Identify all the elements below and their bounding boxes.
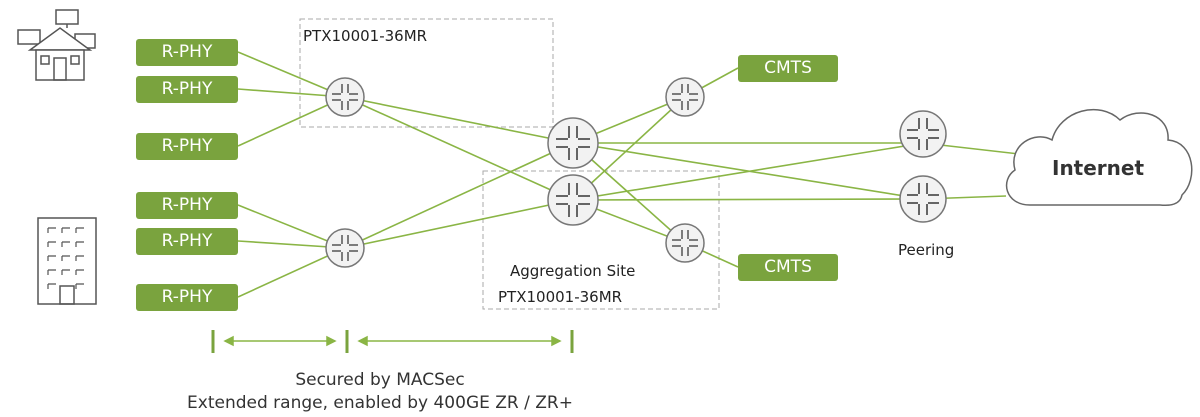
- range-markers: [211, 330, 574, 353]
- rphy-node: R-PHY: [136, 39, 238, 66]
- cloud-icon: [1005, 108, 1193, 207]
- router-icon: [899, 175, 947, 223]
- internet-label: Internet: [1052, 156, 1145, 180]
- peering-label: Peering: [898, 241, 955, 259]
- rphy-node: R-PHY: [136, 228, 238, 255]
- rphy-node: R-PHY: [136, 76, 238, 103]
- caption-extended-range: Extended range, enabled by 400GE ZR / ZR…: [187, 393, 573, 413]
- cmts-node: CMTS: [738, 55, 838, 82]
- ptx-top-dashed-box: [299, 18, 554, 128]
- house-icon: [17, 9, 96, 81]
- router-icon: [547, 174, 599, 226]
- cmts-node: CMTS: [738, 254, 838, 281]
- caption-macsec: Secured by MACSec: [295, 370, 465, 390]
- router-icon: [665, 77, 705, 117]
- aggregation-site-label: Aggregation Site: [510, 262, 636, 280]
- office-building-icon: [37, 217, 97, 305]
- router-icon: [325, 228, 365, 268]
- rphy-node: R-PHY: [136, 133, 238, 160]
- ptx-top-label: PTX10001-36MR: [303, 27, 428, 45]
- ptx-aggregation-label: PTX10001-36MR: [498, 288, 623, 306]
- aggregation-dashed-box: [482, 170, 720, 310]
- router-icon: [547, 117, 599, 169]
- range-arrows: [223, 335, 562, 347]
- router-icon: [665, 223, 705, 263]
- router-icon: [899, 110, 947, 158]
- rphy-node: R-PHY: [136, 192, 238, 219]
- router-icon: [325, 77, 365, 117]
- rphy-node: R-PHY: [136, 284, 238, 311]
